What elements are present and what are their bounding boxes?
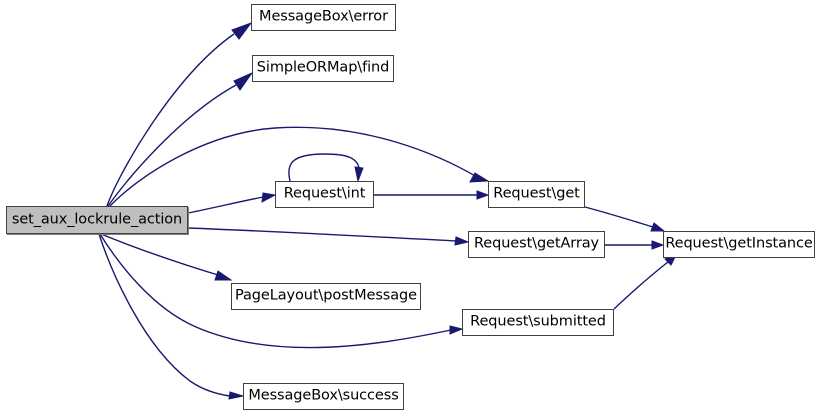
node-messagebox-error[interactable]: MessageBox\error bbox=[251, 4, 396, 31]
node-simpleormap-find[interactable]: SimpleORMap\find bbox=[252, 55, 394, 82]
edge-root-to-request-get bbox=[109, 126, 490, 207]
edge-root-to-pagelayout-postmessage bbox=[100, 233, 233, 281]
node-request-getarray[interactable]: Request\getArray bbox=[468, 231, 605, 258]
edge-request-submitted-to-request-getinstance bbox=[613, 251, 679, 310]
node-label: Request\getArray bbox=[473, 235, 600, 252]
edge-root-to-messagebox-success bbox=[98, 233, 245, 400]
node-label: SimpleORMap\find bbox=[256, 59, 390, 76]
edge-root-to-request-getarray bbox=[187, 227, 470, 246]
node-pagelayout-postmessage[interactable]: PageLayout\postMessage bbox=[231, 283, 421, 310]
node-request-getinstance[interactable]: Request\getInstance bbox=[663, 231, 815, 258]
node-label: MessageBox\error bbox=[259, 8, 388, 25]
node-label: Request\getInstance bbox=[665, 235, 813, 252]
node-label: set_aux_lockrule_action bbox=[11, 211, 183, 228]
edge-request-getarray-to-request-getinstance bbox=[605, 240, 665, 250]
node-messagebox-success[interactable]: MessageBox\success bbox=[243, 383, 404, 410]
edge-root-to-request-submitted bbox=[99, 233, 464, 349]
edge-request-int-self-loop bbox=[288, 153, 364, 183]
node-label: Request\get bbox=[493, 185, 580, 202]
node-label: Request\int bbox=[283, 185, 366, 202]
edge-root-to-request-int bbox=[187, 192, 277, 214]
node-request-submitted[interactable]: Request\submitted bbox=[462, 309, 614, 336]
edge-root-to-simpleormap-find bbox=[107, 71, 254, 207]
node-label: Request\submitted bbox=[470, 313, 606, 330]
node-request-get[interactable]: Request\get bbox=[488, 181, 585, 208]
node-set-aux-lockrule-action[interactable]: set_aux_lockrule_action bbox=[6, 206, 188, 234]
edge-request-int-to-request-get bbox=[374, 190, 490, 200]
node-request-int[interactable]: Request\int bbox=[275, 181, 374, 208]
node-label: MessageBox\success bbox=[248, 387, 399, 404]
edge-request-get-to-request-getinstance bbox=[584, 206, 666, 232]
edge-root-to-messagebox-error bbox=[106, 21, 253, 207]
node-label: PageLayout\postMessage bbox=[235, 287, 417, 304]
